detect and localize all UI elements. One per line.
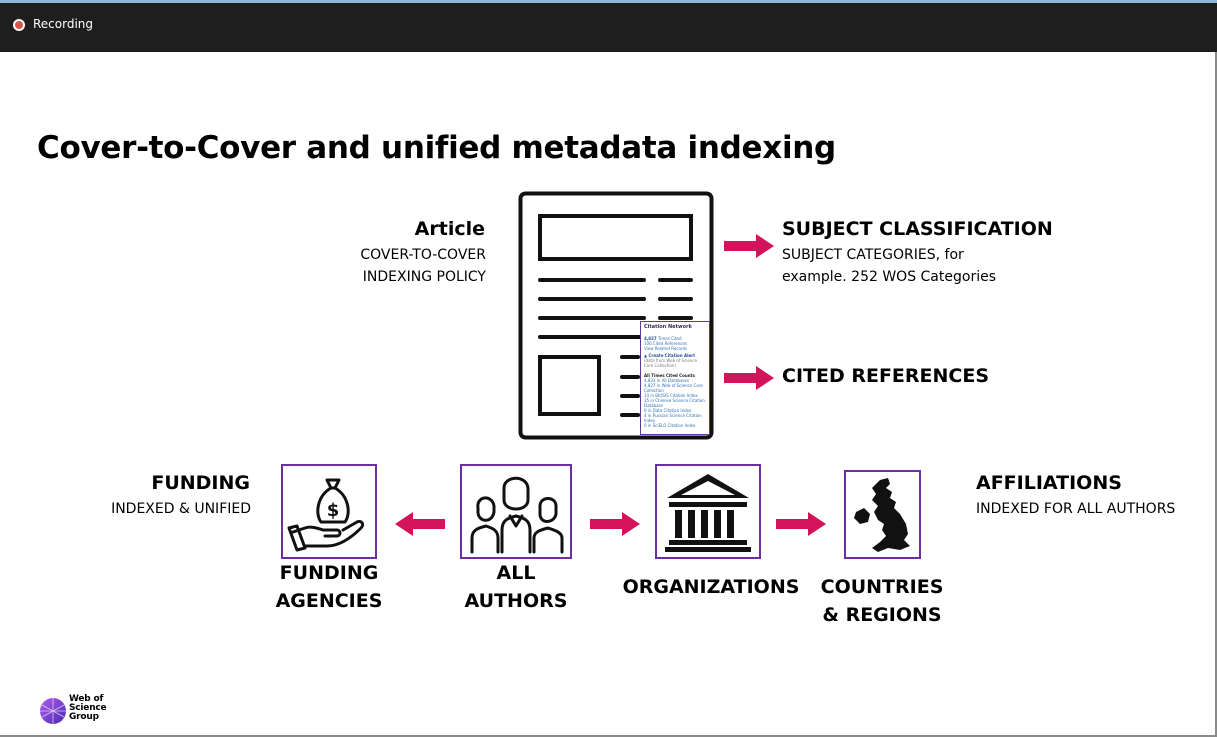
svg-text:$: $ <box>327 500 340 521</box>
times-cited-number: 4,827 <box>644 336 657 341</box>
organizations-label: ORGANIZATIONS <box>622 576 800 598</box>
logo-wordmark: Web of Science Group <box>69 694 107 722</box>
subject-line2: example. 252 WOS Categories <box>782 269 996 285</box>
recording-icon <box>13 19 25 31</box>
citation-network-title: Citation Network <box>644 324 692 330</box>
all-authors-box <box>460 464 572 559</box>
citation-network-panel: Citation Network 4,827 Times Cited 106 C… <box>640 321 710 435</box>
subject-classification-title: SUBJECT CLASSIFICATION <box>782 218 1053 240</box>
uk-map-icon <box>854 478 910 552</box>
people-group-icon <box>470 476 564 554</box>
arrow-right-icon <box>724 234 774 258</box>
all-counts-header: All Times Cited Counts <box>644 373 695 378</box>
countries-line2: & REGIONS <box>822 604 942 626</box>
cited-references-link: 106 Cited References <box>644 341 687 346</box>
arrow-right-icon <box>724 366 774 390</box>
recording-bar: Recording <box>0 0 1217 52</box>
funding-agencies-box: $ <box>281 464 377 559</box>
all-authors-line1: ALL <box>496 562 536 584</box>
funding-title: FUNDING <box>151 472 250 494</box>
all-authors-line2: AUTHORS <box>464 590 568 612</box>
arrow-left-icon <box>395 512 445 536</box>
web-of-science-logo-icon <box>40 698 66 724</box>
count-item: 14 in BIOSIS Citation Index <box>644 393 698 398</box>
create-citation-alert: ▲ Create Citation Alert <box>644 353 696 358</box>
article-line1: COVER-TO-COVER <box>360 247 486 263</box>
count-item: 4,827 in Web of Science Core Collection <box>644 383 703 393</box>
article-line2: INDEXING POLICY <box>362 269 486 285</box>
affiliations-title: AFFILIATIONS <box>976 472 1122 494</box>
count-item: 4 in Russian Science Citation Index <box>644 413 702 423</box>
cited-references-title: CITED REFERENCES <box>782 365 990 387</box>
institution-building-icon <box>665 474 751 552</box>
affiliations-subtitle: INDEXED FOR ALL AUTHORS <box>976 501 1176 517</box>
frame-border-right <box>1215 52 1217 737</box>
subject-line1: SUBJECT CATEGORIES, for <box>782 247 964 263</box>
countries-box <box>844 470 921 559</box>
arrow-right-icon <box>590 512 640 536</box>
funding-agencies-line1: FUNDING <box>279 562 379 584</box>
recording-label: Recording <box>33 17 94 31</box>
arrow-right-icon <box>776 512 826 536</box>
count-item: 4,833 in All Databases <box>644 378 690 383</box>
citation-note: (data from Web of Science Core Collectio… <box>644 358 698 368</box>
countries-line1: COUNTRIES <box>820 576 944 598</box>
related-records-link: View Related Records <box>644 346 688 351</box>
frame-border-bottom <box>0 735 1217 737</box>
funding-agencies-line2: AGENCIES <box>275 590 383 612</box>
times-cited-label: Times Cited <box>657 336 682 341</box>
count-item: 0 in Data Citation Index <box>644 408 692 413</box>
count-item: 35 in Chinese Science Citation Database <box>644 398 705 408</box>
funding-subtitle: INDEXED & UNIFIED <box>111 501 251 517</box>
article-title: Article <box>414 218 485 240</box>
count-item: 0 in SciELO Citation Index <box>644 423 696 428</box>
slide-title: Cover-to-Cover and unified metadata inde… <box>37 130 836 166</box>
organizations-box <box>655 464 761 559</box>
money-bag-hand-icon: $ <box>287 478 365 552</box>
